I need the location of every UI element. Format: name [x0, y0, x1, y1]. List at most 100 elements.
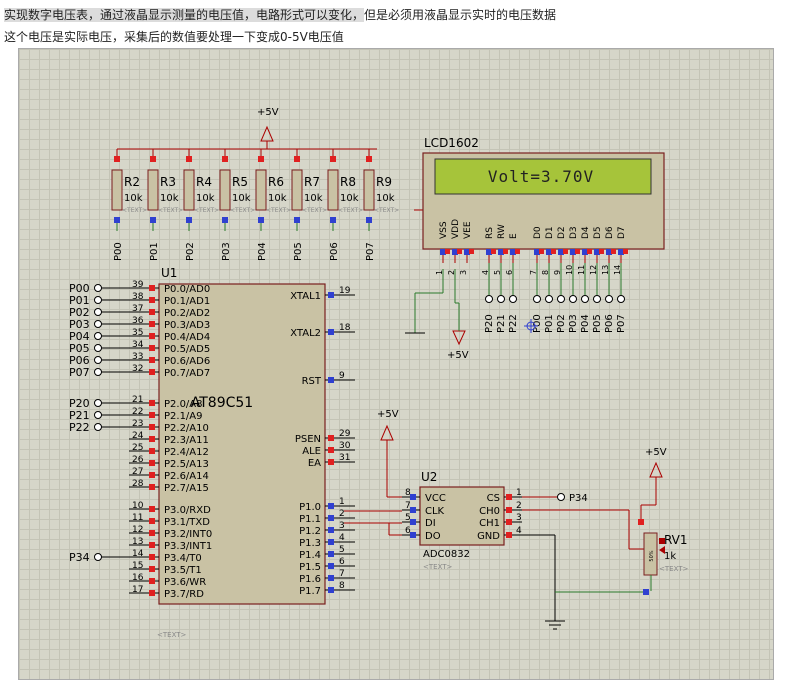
- mcu-pin-marker: [149, 321, 155, 327]
- mcu-net-terminal[interactable]: [94, 411, 102, 419]
- lcd-net-terminal[interactable]: [557, 295, 565, 303]
- mcu-net-terminal[interactable]: [94, 399, 102, 407]
- adc-pin-number-r: 3: [516, 513, 522, 523]
- lcd-net-terminal[interactable]: [581, 295, 589, 303]
- resistor-pin-top: [222, 156, 228, 162]
- resistor-value: 10k: [196, 193, 215, 204]
- resistor-pin-bottom: [186, 217, 192, 223]
- mcu-pin-name-r: RST: [302, 376, 322, 387]
- mcu-pin-number: 28: [132, 479, 144, 489]
- lcd-net-terminal[interactable]: [485, 295, 493, 303]
- lcd-pin-name: VEE: [463, 221, 473, 239]
- lcd-pin-name: D7: [617, 226, 627, 239]
- lcd-net-terminal[interactable]: [545, 295, 553, 303]
- mcu-pin-name: P2.2/A10: [164, 423, 209, 434]
- resistor-text-placeholder: <TEXT>: [230, 207, 255, 214]
- mcu-pin-number: 12: [132, 525, 143, 535]
- adc-pin-name: VCC: [425, 493, 446, 504]
- lcd-net-terminal[interactable]: [497, 295, 505, 303]
- mcu-net-terminal[interactable]: [94, 553, 102, 561]
- lcd-pin-name: D4: [581, 226, 591, 239]
- resistor-body[interactable]: [363, 169, 375, 211]
- lcd-net-terminal[interactable]: [593, 295, 601, 303]
- mcu-net-terminal[interactable]: [94, 356, 102, 364]
- resistor-body[interactable]: [291, 169, 303, 211]
- lcd-pin-marker-r: [491, 249, 496, 254]
- lcd-net-terminal[interactable]: [509, 295, 517, 303]
- lcd-pin-marker: [452, 249, 458, 255]
- mcu-net-terminal[interactable]: [94, 332, 102, 340]
- mcu-pin-name: P2.0/A8: [164, 399, 203, 410]
- mcu-pin-name: P0.1/AD1: [164, 296, 210, 307]
- resistor-body[interactable]: [219, 169, 231, 211]
- resistor-value: 10k: [160, 193, 179, 204]
- mcu-pin-number: 32: [132, 364, 143, 374]
- lcd-pin-name: D5: [593, 226, 603, 239]
- adc-pin-marker-r: [506, 519, 512, 525]
- power-arrow-adc-icon: [380, 424, 394, 441]
- mcu-pin-marker: [149, 460, 155, 466]
- adc-pin-number-r: 2: [516, 501, 522, 511]
- lcd-pin-marker-r: [515, 249, 520, 254]
- lcd-pin-marker: [534, 249, 540, 255]
- pot-wiper-icon[interactable]: [659, 546, 665, 554]
- cs-terminal[interactable]: [557, 493, 565, 501]
- mcu-pin-name: P0.7/AD7: [164, 368, 210, 379]
- resistor-ref: R6: [268, 175, 284, 189]
- lcd-pin-marker: [618, 249, 624, 255]
- resistor-body[interactable]: [147, 169, 159, 211]
- adc-pin-marker-r: [506, 532, 512, 538]
- power-arrow-down-icon: [452, 330, 466, 346]
- post-line-1-rest: 但是必须用液晶显示实时的电压数据: [364, 8, 557, 22]
- resistor-pin-top: [294, 156, 300, 162]
- mcu-net-terminal[interactable]: [94, 296, 102, 304]
- lcd-net-label: P22: [508, 314, 519, 333]
- lcd-pin-marker: [606, 249, 612, 255]
- resistor-ref: R5: [232, 175, 248, 189]
- mcu-net-terminal[interactable]: [94, 320, 102, 328]
- mcu-net-terminal[interactable]: [94, 344, 102, 352]
- mcu-pin-marker: [149, 436, 155, 442]
- mcu-net-terminal[interactable]: [94, 284, 102, 292]
- mcu-pin-marker: [149, 590, 155, 596]
- mcu-pin-marker-r: [328, 539, 334, 545]
- cs-net-label: P34: [569, 493, 588, 504]
- mcu-net-terminal[interactable]: [94, 308, 102, 316]
- lcd-net-terminal[interactable]: [569, 295, 577, 303]
- lcd-pin-number: 2: [447, 270, 456, 275]
- mcu-pin-marker-r: [328, 447, 334, 453]
- mcu-net-terminal[interactable]: [94, 423, 102, 431]
- resistor-body[interactable]: [183, 169, 195, 211]
- mcu-pin-number-r: 8: [339, 581, 345, 591]
- lcd-pin-number: 5: [493, 270, 502, 275]
- mcu-pin-marker-r: [328, 575, 334, 581]
- resistor-body[interactable]: [255, 169, 267, 211]
- pot-pin-wiper: [659, 538, 665, 544]
- mcu-pin-name: P3.5/T1: [164, 565, 202, 576]
- pot-text-placeholder: <TEXT>: [659, 565, 689, 573]
- lcd-net-terminal[interactable]: [617, 295, 625, 303]
- mcu-pin-number: 38: [132, 292, 144, 302]
- resistor-value: 10k: [340, 193, 359, 204]
- mcu-net-terminal[interactable]: [94, 368, 102, 376]
- adc-pin-name: DI: [425, 518, 436, 529]
- lcd-pin-marker-r: [623, 249, 628, 254]
- resistor-body[interactable]: [327, 169, 339, 211]
- adc-pin-number: 5: [405, 513, 411, 523]
- lcd-pin-name: D2: [557, 226, 567, 239]
- lcd-pin-marker: [546, 249, 552, 255]
- lcd-net-terminal[interactable]: [605, 295, 613, 303]
- lcd-module[interactable]: LCD1602 <TEXT> Volt=3.70V VSS1VDD2VEE3RS…: [405, 136, 665, 361]
- resistor-text-placeholder: <TEXT>: [194, 207, 219, 214]
- mcu-pin-name: P0.4/AD4: [164, 332, 210, 343]
- lcd-pin-marker-r: [457, 249, 462, 254]
- mcu-pin-name-r: P1.7: [299, 586, 321, 597]
- mcu-pin-name: P3.7/RD: [164, 589, 204, 600]
- mcu-pin-name-r: P1.1: [299, 514, 321, 525]
- resistor-body[interactable]: [111, 169, 123, 211]
- potentiometer[interactable]: +5V 50% RV1 1k <TEXT>: [555, 447, 689, 595]
- lcd-net-terminal[interactable]: [533, 295, 541, 303]
